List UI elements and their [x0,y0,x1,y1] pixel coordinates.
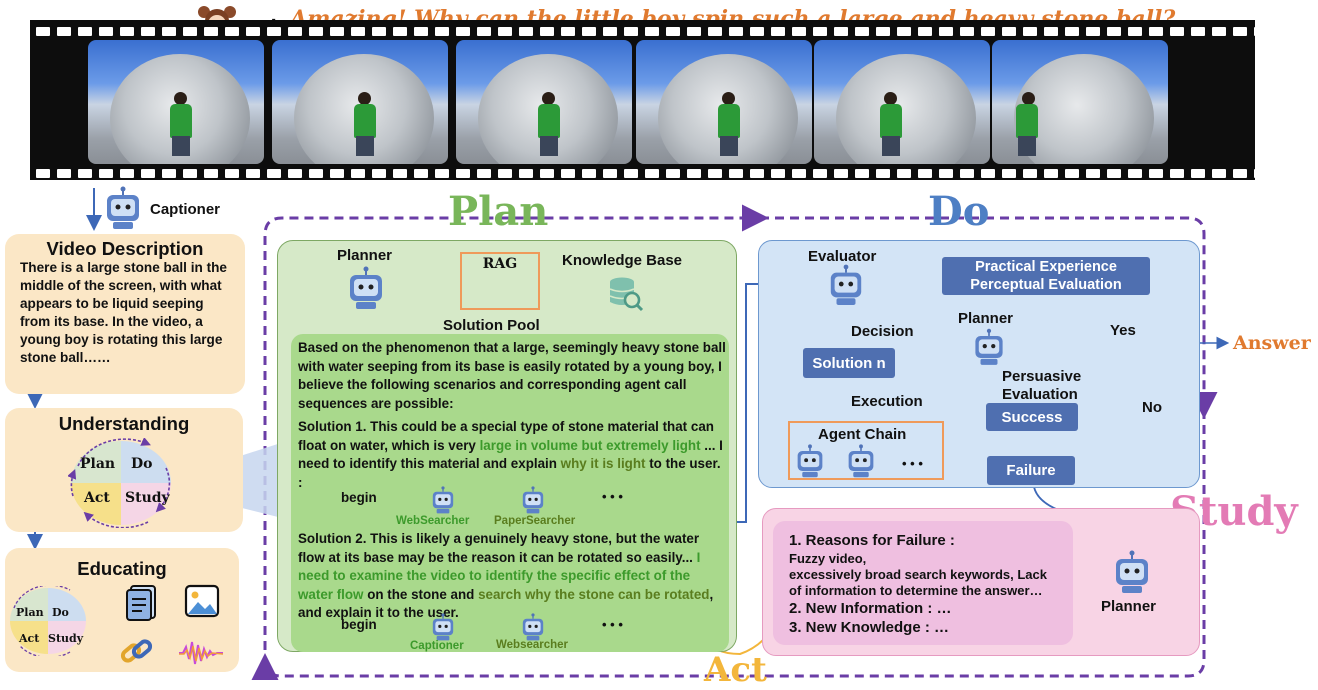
educating-title: Educating [77,558,167,579]
solution-2-part-a: Solution 2. This is likely a genuinely h… [298,531,700,565]
solution-2-part-c: , and explain it to the user. [298,586,714,621]
study-planner-robot-icon [1112,550,1152,594]
practical-experience-line-2: Perceptual Evaluation [970,277,1122,293]
solution-1-part-a: Solution 1. This could be a special type… [298,419,714,453]
new-knowledge-label: 3. New Knowledge : … [789,619,950,636]
document-icon [124,583,158,621]
solution-2-highlight-1: I need to examine the video to identify … [298,549,701,602]
websearcher-2-label: Websearcher [496,639,569,651]
captioner-robot-icon [103,186,143,230]
solution-n-box: Solution n [803,348,895,378]
captioner-small-robot-icon [430,613,456,641]
film-holes-bottom [30,166,1255,180]
execution-label: Execution [851,393,923,410]
educating-study-label: Study [48,632,84,645]
papersearcher-label: PaperSearcher [494,515,576,527]
solution-2-highlight-2: search why the stone can be rotated [478,586,710,602]
educating-plan-label: Plan [16,606,44,619]
solution-2-text: Solution 2. This is likely a genuinely h… [298,530,726,623]
new-information-label: 2. New Information : … [789,600,952,617]
solution-pool-label: Solution Pool [443,317,540,334]
seq2-dots: • • • [602,617,623,632]
phase-do-title: Do [928,188,990,235]
plan-planner-label: Planner [337,247,393,264]
solution-1-highlight-1: large in volume but extremely light [479,437,701,453]
phase-act-title: Act [704,650,767,690]
no-label: No [1142,399,1162,416]
solution-1-part-c: to the user. : [298,456,721,490]
understanding-pdsa-circle [67,437,174,529]
image-icon [184,584,220,618]
evaluator-robot-icon [827,264,865,306]
study-planner-label: Planner [1101,598,1157,615]
practical-experience-box: Practical Experience Perceptual Evaluati… [942,257,1150,295]
video-description-title: Video Description [46,238,204,259]
phase-plan-title: Plan [448,188,549,235]
captioner-label: Captioner [150,201,221,218]
success-box: Success [986,403,1078,431]
do-planner-robot-icon [972,328,1006,366]
answer-label: Answer [1233,332,1311,354]
film-holes-top [30,24,1255,38]
chain-dots: • • • [902,456,923,471]
video-frame-3 [456,40,632,164]
video-frame-5 [814,40,990,164]
persuasive-label-1: Persuasive [1002,368,1082,385]
websearcher-2-robot-icon [520,613,546,641]
educating-act-label: Act [19,632,40,645]
reasons-body-3: of information to determine the answer… [789,583,1043,598]
solution-1-text: Solution 1. This could be a special type… [298,418,726,492]
evaluator-label: Evaluator [808,248,877,265]
video-description-panel [5,234,245,394]
solution-1-highlight-2: why it is light [560,456,646,472]
websearcher-robot-icon [430,486,456,514]
agent-chain-label: Agent Chain [818,426,907,443]
failure-box: Failure [987,456,1075,485]
video-frame-4 [636,40,812,164]
chain-robot-1-icon [794,444,826,478]
database-search-icon [608,275,644,313]
planner-robot-icon [346,266,386,310]
understanding-do-label: Do [131,456,153,472]
video-film-strip [30,20,1255,180]
understanding-study-label: Study [125,490,170,506]
seq1-begin-label: begin [341,490,377,505]
solution-1-part-b: ... I need to identify this material and… [298,437,723,472]
educating-do-label: Do [52,606,69,619]
video-frame-2 [272,40,448,164]
practical-experience-line-1: Practical Experience [975,259,1117,275]
websearcher-label: WebSearcher [396,515,470,527]
solution-2-part-b: on the stone and [363,586,479,602]
solution-pool-box [291,334,729,652]
decision-label: Decision [851,323,914,340]
understanding-plan-label: Plan [80,456,116,472]
link-icon [120,636,154,668]
seq2-begin-label: begin [341,617,377,632]
video-frame-6 [992,40,1168,164]
seq1-dots: • • • [602,489,623,504]
audio-wave-icon [178,637,224,669]
reasons-body-2: excessively broad search keywords, Lack [789,567,1047,582]
rag-label: RAG [482,256,518,272]
study-notes-box [773,521,1073,645]
reasons-body-1: Fuzzy video, [789,551,867,566]
video-frame-1 [88,40,264,164]
rag-box [460,252,540,310]
video-description-body: There is a large stone ball in the middl… [20,260,227,365]
chain-robot-2-icon [845,444,877,478]
knowledge-base-label: Knowledge Base [562,252,683,269]
understanding-act-label: Act [84,490,110,506]
papersearcher-robot-icon [520,486,546,514]
solution-intro-text: Based on the phenomenon that a large, se… [298,340,726,411]
agent-chain-box [788,421,944,480]
reasons-title: 1. Reasons for Failure : [789,532,955,549]
educating-pdsa-circle [8,584,88,659]
captioner-agent-label: Captioner [410,640,464,652]
yes-label: Yes [1110,322,1136,339]
persuasive-label-2: Evaluation [1002,386,1078,403]
understanding-title: Understanding [58,413,190,434]
do-planner-label: Planner [958,310,1014,327]
